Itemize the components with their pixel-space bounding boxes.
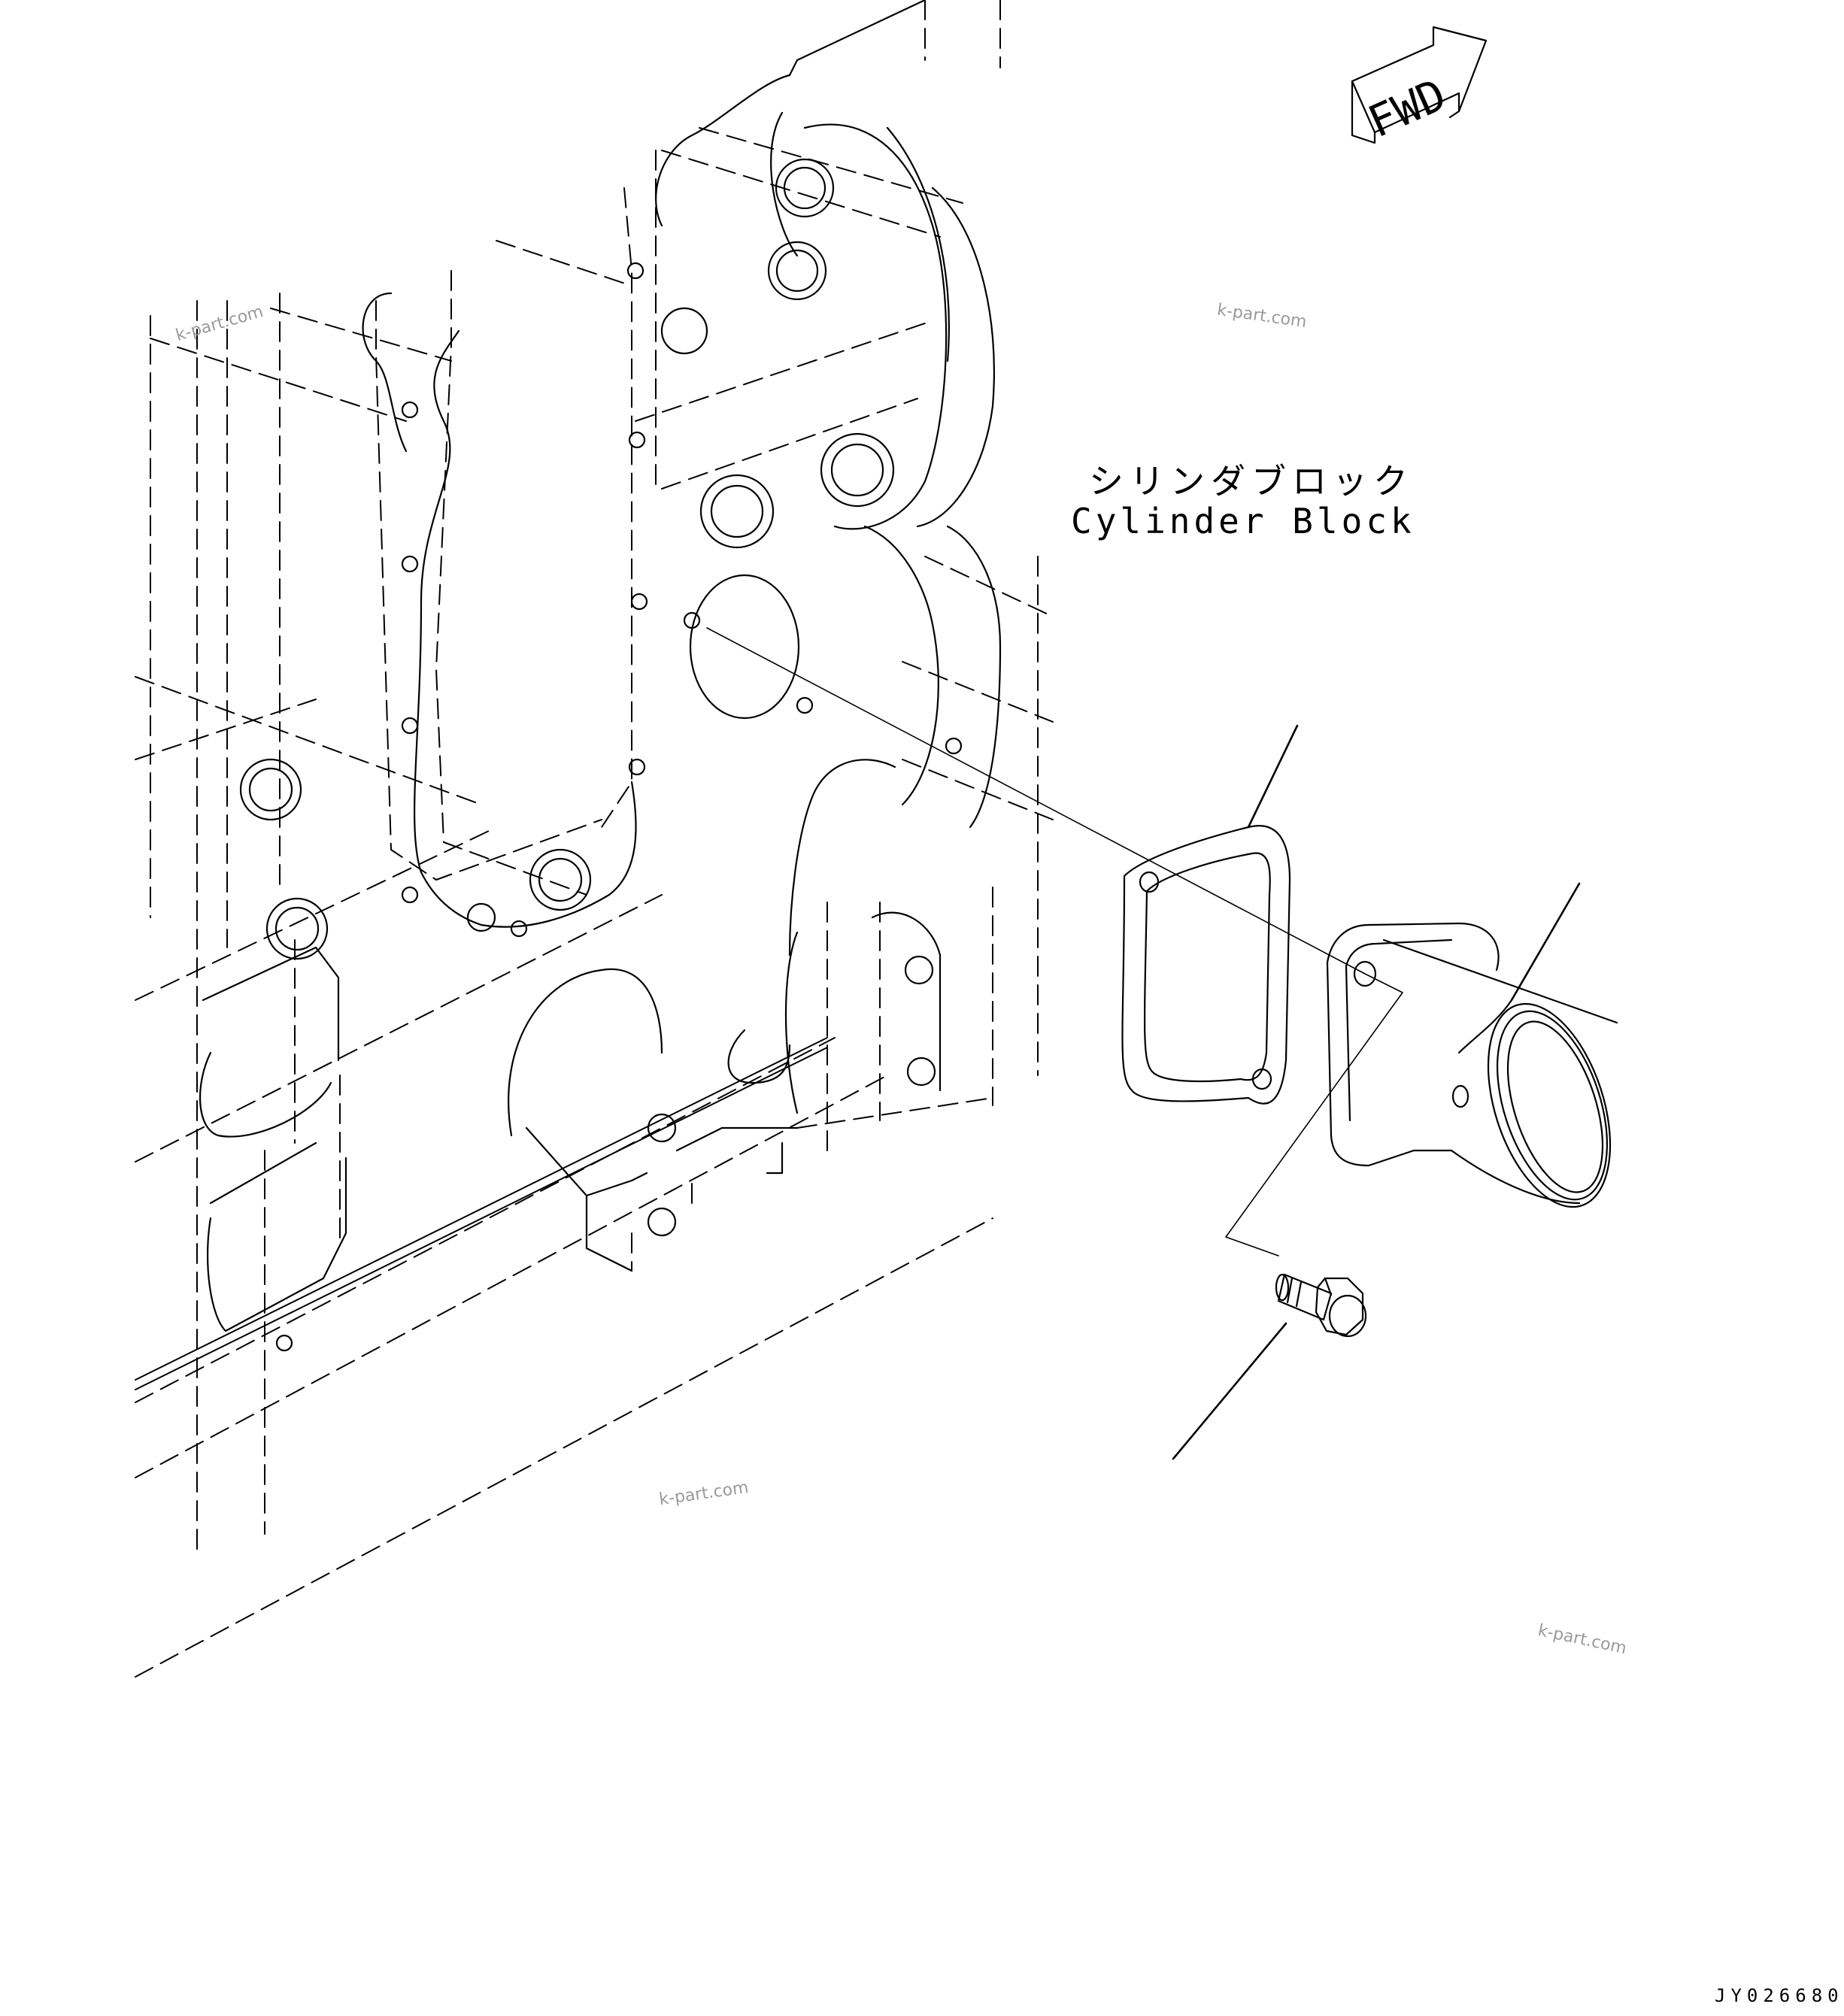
assembly-lines [706, 627, 1403, 1257]
drawing-id: JY026680 [1715, 1985, 1844, 2006]
fwd-arrow-icon: FWD [1351, 26, 1488, 147]
water-flange [1326, 922, 1618, 1208]
part-name-english: Cylinder Block [1071, 501, 1415, 541]
part-name-japanese: シリンダブロック [1089, 461, 1414, 502]
gasket [1121, 825, 1291, 1105]
flange-bolt [1275, 1273, 1367, 1338]
cylinder-block [135, 0, 1054, 1678]
leader-lines [1172, 724, 1581, 1460]
